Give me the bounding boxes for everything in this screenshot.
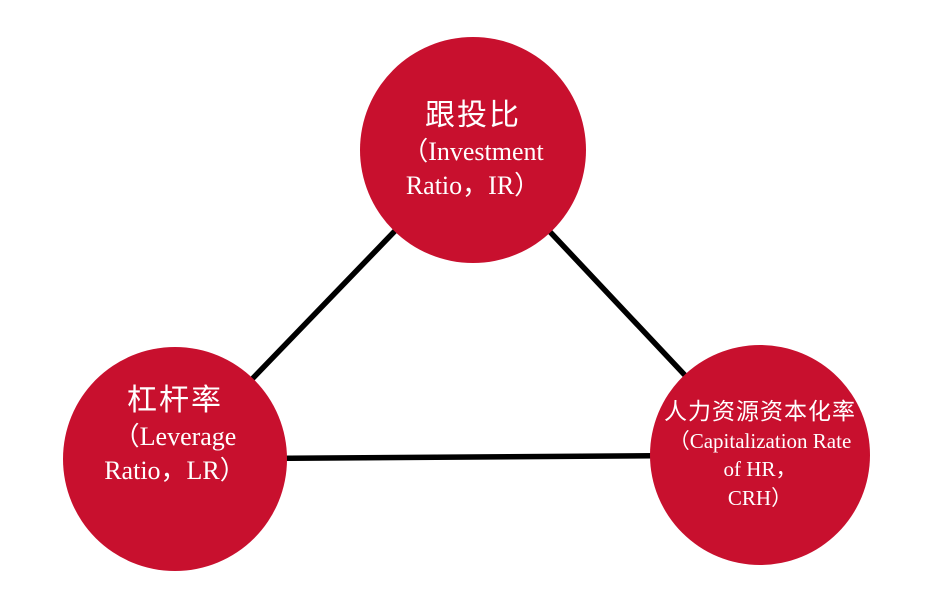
- node-leverage-ratio-title: 杠杆率: [127, 384, 223, 418]
- node-capitalization-rate-hr-sub-3: CRH）: [727, 485, 793, 510]
- node-investment-ratio: 跟投比 （Investment Ratio，IR）: [360, 37, 586, 263]
- node-investment-ratio-text: 跟投比 （Investment Ratio，IR）: [402, 97, 544, 202]
- node-leverage-ratio-sub-1: （Leverage: [113, 421, 237, 451]
- node-investment-ratio-sub-2: Ratio，IR）: [405, 170, 541, 200]
- node-investment-ratio-sub-1: （Investment: [402, 136, 544, 166]
- node-investment-ratio-title: 跟投比: [425, 99, 521, 133]
- node-capitalization-rate-hr-sub-2: of HR，: [723, 457, 797, 482]
- node-leverage-ratio-text: 杠杆率 （Leverage Ratio，LR）: [104, 382, 246, 487]
- node-capitalization-rate-hr-title: 人力资源资本化率: [664, 399, 856, 425]
- node-capitalization-rate-hr-sub-1: （Capitalization Rate: [668, 428, 852, 453]
- node-capitalization-rate-hr: 人力资源资本化率 （Capitalization Rate of HR， CRH…: [650, 345, 870, 565]
- node-leverage-ratio-sub-2: Ratio，LR）: [104, 455, 246, 485]
- node-leverage-ratio: 杠杆率 （Leverage Ratio，LR）: [63, 347, 287, 571]
- node-capitalization-rate-hr-text: 人力资源资本化率 （Capitalization Rate of HR， CRH…: [664, 398, 856, 512]
